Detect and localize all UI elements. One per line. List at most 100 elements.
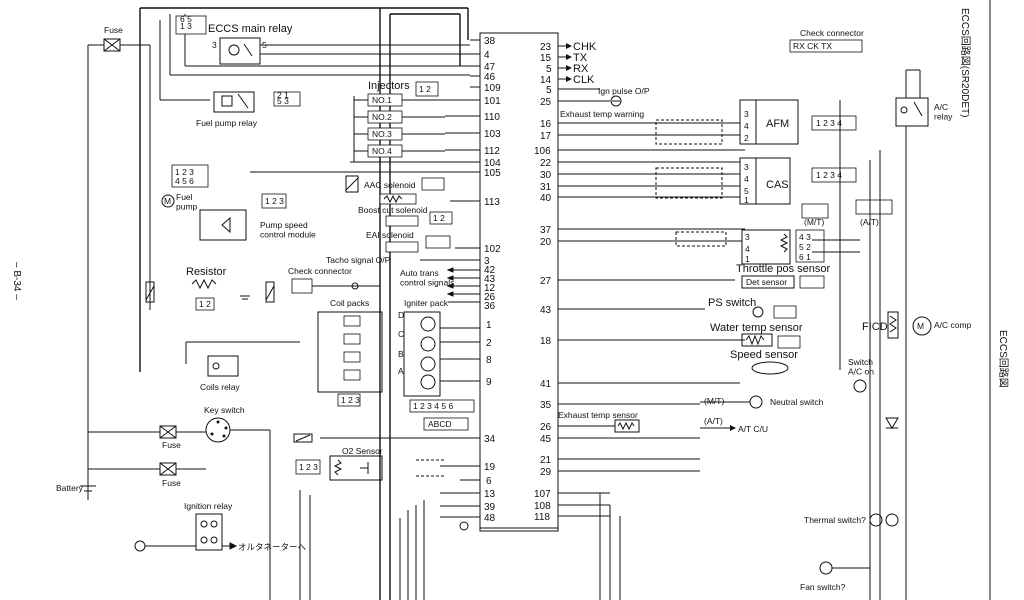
pump-module-connector: 1 2 3 <box>261 193 287 209</box>
ign-pulse-icon <box>610 95 622 107</box>
ecu-block <box>479 32 559 532</box>
label-eccs-main-relay: ECCS main relay <box>208 23 293 35</box>
ecu-pin-3: 3 <box>484 256 490 267</box>
ecu-pin-42: 42 <box>484 265 496 276</box>
svg-text:4 3: 4 3 <box>799 232 811 242</box>
switch-ac-on-icon <box>853 379 867 393</box>
ground-icon <box>240 295 250 300</box>
svg-text:RX CK TX: RX CK TX <box>793 41 832 51</box>
label-fuse-a: Fuse <box>162 440 181 450</box>
fuel-pump-connector: 1 2 34 5 6 <box>171 164 209 188</box>
svg-text:B: B <box>398 349 404 359</box>
ecu-pin-41: 41 <box>540 379 552 390</box>
eai-solenoid-icon <box>385 235 451 253</box>
ecu-pin-106: 106 <box>534 146 551 157</box>
label-speed-sensor: Speed sensor <box>730 349 798 361</box>
side-page: – B-34 – <box>11 262 22 300</box>
ac-comp-icon: M <box>912 316 932 336</box>
ecu-pin-30: 30 <box>540 170 552 181</box>
ecu-pin-17: 17 <box>540 131 552 142</box>
mid-resistor-icon <box>293 433 313 443</box>
injector-no1: NO.1 <box>367 93 403 107</box>
ecu-pin-26r: 26 <box>540 422 552 433</box>
ecu-pin-35: 35 <box>540 400 552 411</box>
ecu-pin-110: 110 <box>484 112 500 123</box>
ecu-pin-12: 12 <box>484 283 496 294</box>
ecu-pin-103: 103 <box>484 129 501 140</box>
svg-text:6 1: 6 1 <box>799 252 811 262</box>
label-japanese-note: オルタネーターへ <box>238 542 307 552</box>
ecu-pin-16: 16 <box>540 119 552 130</box>
label-ficd: FICD <box>862 321 888 333</box>
svg-text:1 2 3 4: 1 2 3 4 <box>816 118 842 128</box>
side-lower: ECCS回路図 <box>997 330 1010 388</box>
cas-connector: 1 2 3 4 <box>811 167 857 183</box>
label-exhaust-temp-sensor: Exhaust temp sensor <box>558 410 638 420</box>
ecu-pin-31: 31 <box>540 182 552 193</box>
water-temp-sensor-icon <box>741 333 801 349</box>
svg-text:1 2: 1 2 <box>433 213 445 223</box>
coil-packs-icon: 1 2 3 <box>317 311 383 407</box>
label-fuse-top: Fuse <box>104 25 123 35</box>
svg-text:1 2 3: 1 2 3 <box>341 395 360 405</box>
ecu-pin-5: 5 <box>546 64 552 75</box>
ecu-pin-2: 2 <box>486 338 492 349</box>
ecu-pin-37: 37 <box>540 225 552 236</box>
svg-text:1 2 3 4: 1 2 3 4 <box>816 170 842 180</box>
ecu-pin-21: 21 <box>540 455 552 466</box>
throttle-pos-connector: 4 35 26 1 <box>795 229 825 263</box>
ecu-pin-36: 36 <box>484 301 496 312</box>
ficd-icon <box>887 311 899 339</box>
svg-text:NO.2: NO.2 <box>372 112 392 122</box>
svg-text:NO.4: NO.4 <box>372 146 392 156</box>
ecu-pin-104: 104 <box>484 158 501 169</box>
neutral-switch-icon <box>700 395 763 431</box>
svg-text:1 2 3: 1 2 3 <box>265 196 284 206</box>
svg-text:5: 5 <box>262 40 267 50</box>
ecu-pin-46: 46 <box>484 72 496 83</box>
ecu-pin-45: 45 <box>540 434 552 445</box>
ecu-left-pins: 38 4 47 46 109 101 110 103 112 104 105 1… <box>484 36 501 524</box>
diode-icon <box>885 417 899 429</box>
svg-text:3: 3 <box>744 109 749 119</box>
ecu-pin-40: 40 <box>540 193 552 204</box>
label-clk: CLK <box>573 74 595 86</box>
label-det-sensor: Det sensor <box>746 277 787 287</box>
label-tx: TX <box>573 52 588 64</box>
label-injectors: Injectors <box>368 80 410 92</box>
injector-no4: NO.4 <box>367 144 403 158</box>
svg-text:D: D <box>398 310 404 320</box>
thermal-switch-icon <box>869 513 899 527</box>
label-key-switch: Key switch <box>204 405 245 415</box>
resistor-right-icon <box>265 281 275 303</box>
afm-block: 342 <box>739 99 799 145</box>
ecu-pin-4: 4 <box>484 50 490 61</box>
svg-text:M: M <box>164 196 171 206</box>
label-coil-packs: Coil packs <box>330 298 369 308</box>
svg-text:A: A <box>398 366 404 376</box>
key-switch-icon <box>205 417 231 443</box>
ecu-pin-8: 8 <box>486 355 492 366</box>
ecu-pin-43r: 43 <box>540 305 552 316</box>
check-connector-top-icon: RX CK TX <box>789 39 863 53</box>
svg-text:4 5 6: 4 5 6 <box>175 176 194 186</box>
label-neutral-switch: Neutral switch <box>770 397 824 407</box>
ps-switch-icon <box>752 305 797 319</box>
svg-text:5 2: 5 2 <box>799 242 811 252</box>
ecu-pin-14: 14 <box>540 75 552 86</box>
pump-speed-module-icon <box>199 209 247 241</box>
ecu-pin-38: 38 <box>484 36 496 47</box>
resistor-icon: 1 2 <box>191 278 217 311</box>
ignition-relay-icon <box>195 513 223 551</box>
ecu-right-pins: 23 15 5 14 5 25 16 17 106 22 30 31 40 37… <box>534 42 552 523</box>
ignition-switch-icon <box>134 540 196 552</box>
throttle-pos-sensor-icon: 341 <box>741 229 791 265</box>
aac-solenoid-icon <box>345 175 445 193</box>
label-eai-solenoid: EAI solenoid <box>366 230 414 240</box>
svg-text:5: 5 <box>744 186 749 196</box>
svg-text:2 1: 2 1 <box>277 90 289 100</box>
fuel-pump-relay-icon <box>213 91 255 113</box>
ecu-pin-1: 1 <box>486 320 492 331</box>
